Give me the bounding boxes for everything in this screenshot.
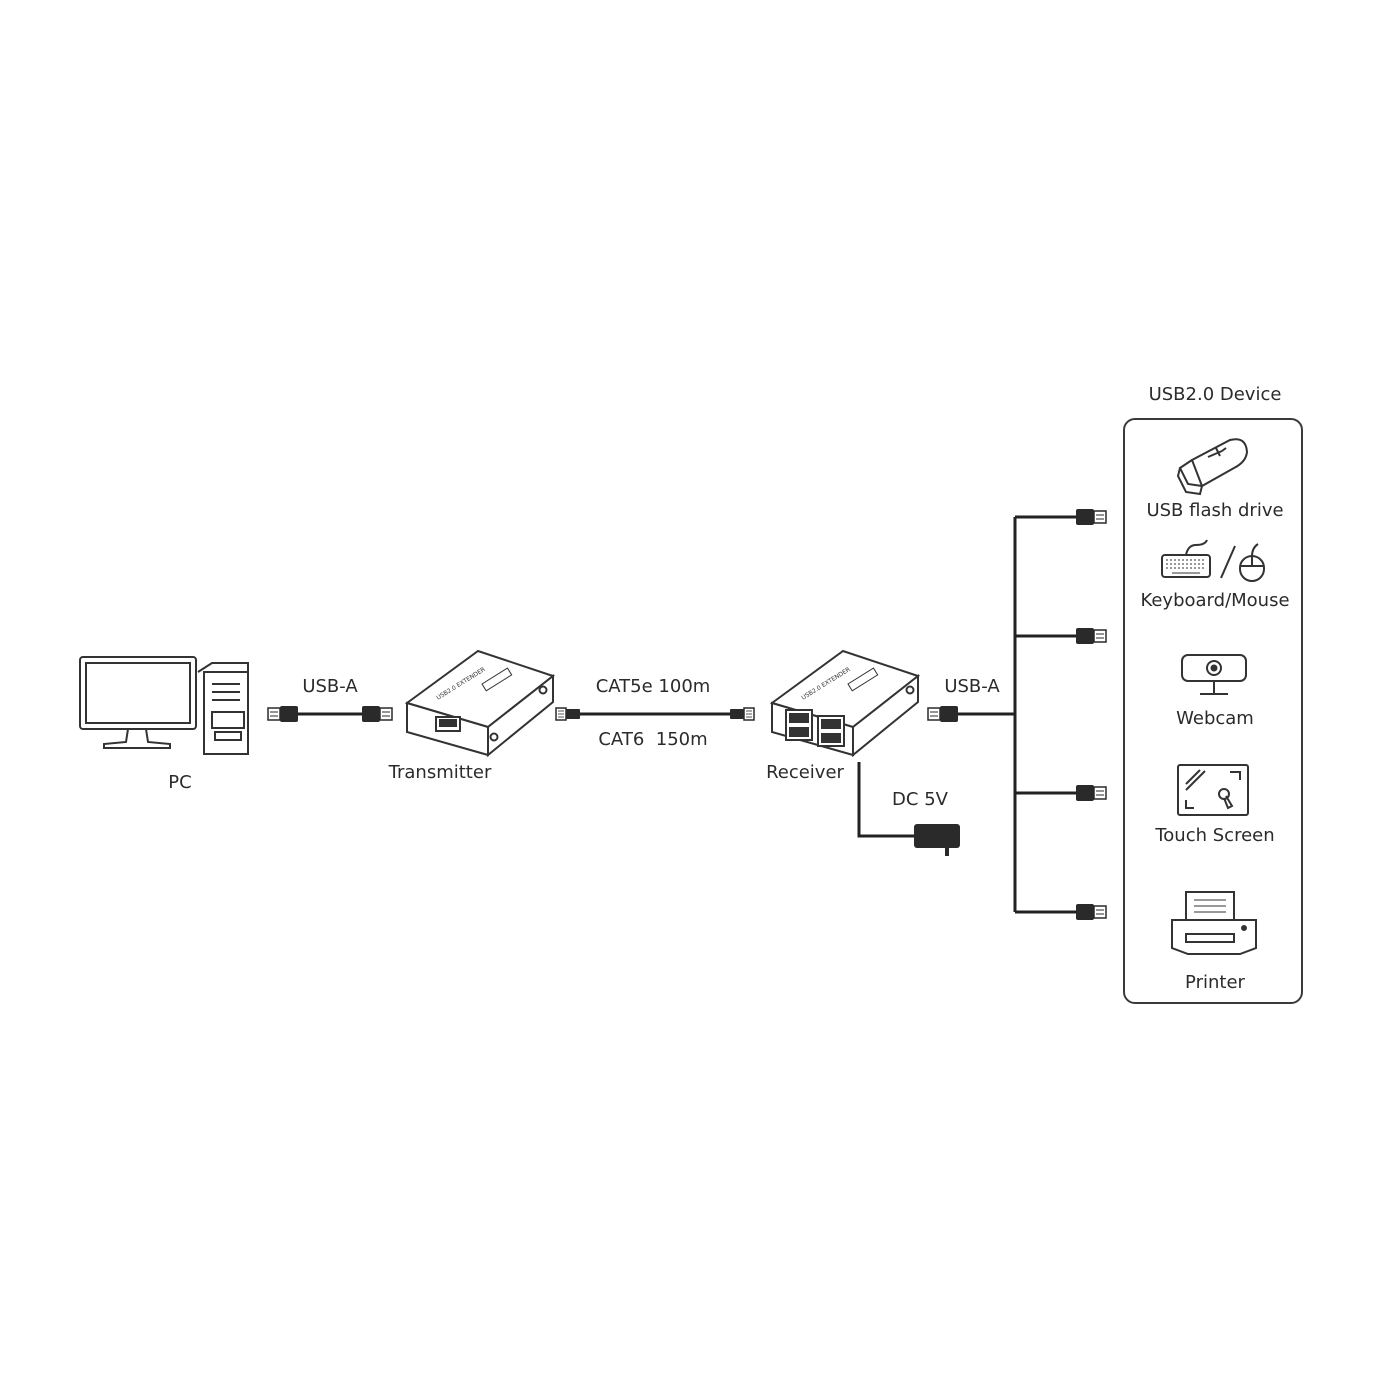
transmitter-label: Transmitter [388,762,492,783]
touch-screen-icon [1177,764,1249,816]
device-label-touch-screen: Touch Screen [1155,825,1275,846]
pc-icon [79,656,249,755]
usb-cable-right [927,508,1107,921]
usb-flash-drive-icon [1176,438,1249,496]
transmitter-device: USB2.0 EXTENDER [404,649,556,758]
cat5e-label: CAT5e 100m [595,676,711,697]
usb-device-group-box [1123,418,1303,1004]
usb-cable-left [267,705,393,723]
usb-a-right-label: USB-A [944,676,1000,697]
keyboard-mouse-icon [1161,539,1265,582]
receiver-label: Receiver [766,762,844,783]
cat6-label: CAT6 150m [598,729,708,750]
receiver-device: USB2.0 EXTENDER [769,649,921,758]
usb-a-left-label: USB-A [302,676,358,697]
dc-label: DC 5V [892,789,948,810]
network-cable [555,707,755,721]
device-label-usb-flash-drive: USB flash drive [1146,500,1284,521]
printer-icon [1171,891,1257,955]
webcam-icon [1181,654,1247,695]
dc-power-adapter [857,762,960,856]
device-label-webcam: Webcam [1176,708,1254,729]
device-group-title: USB2.0 Device [1148,384,1282,405]
device-label-keyboard-mouse: Keyboard/Mouse [1140,590,1290,611]
pc-label: PC [168,772,192,793]
device-label-printer: Printer [1185,972,1245,993]
